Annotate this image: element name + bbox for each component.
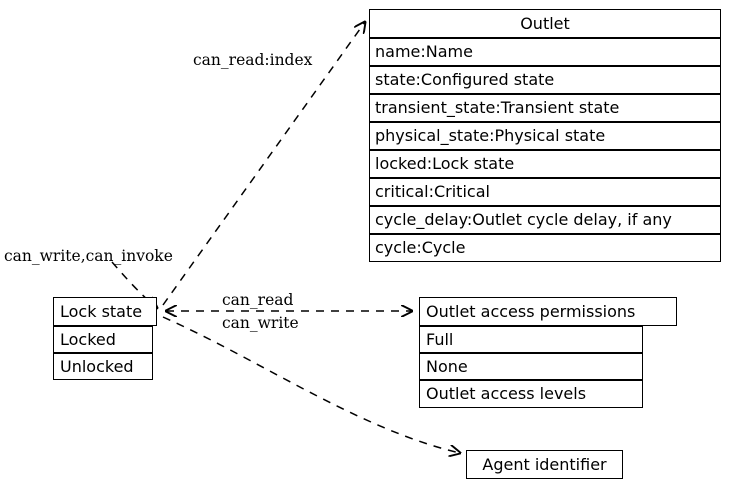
lock-state-field-locked: Locked <box>53 326 153 353</box>
edge-label-can-read: can_read <box>222 291 294 309</box>
outlet-access-permissions-title: Outlet access permissions <box>419 297 677 326</box>
outlet-access-permissions-field-none: None <box>419 353 643 380</box>
outlet-field-cycle: cycle:Cycle <box>369 234 721 262</box>
outlet-field-state: state:Configured state <box>369 66 721 94</box>
outlet-field-transient-state: transient_state:Transient state <box>369 94 721 122</box>
edge-outlet-to-lock <box>111 261 157 308</box>
outlet-access-permissions-field-levels: Outlet access levels <box>419 380 643 408</box>
agent-identifier-title: Agent identifier <box>466 450 623 479</box>
outlet-field-cycle-delay: cycle_delay:Outlet cycle delay, if any <box>369 206 721 234</box>
outlet-title: Outlet <box>369 9 721 38</box>
outlet-field-locked: locked:Lock state <box>369 150 721 178</box>
edge-label-can-read-index: can_read:index <box>193 51 313 69</box>
outlet-field-critical: critical:Critical <box>369 178 721 206</box>
lock-state-field-unlocked: Unlocked <box>53 353 153 380</box>
outlet-field-name: name:Name <box>369 38 721 66</box>
lock-state-title: Lock state <box>53 297 157 326</box>
outlet-field-physical-state: physical_state:Physical state <box>369 122 721 150</box>
outlet-access-permissions-field-full: Full <box>419 326 643 353</box>
edge-label-can-write-can-invoke: can_write,can_invoke <box>4 247 173 265</box>
edge-lock-to-agent <box>162 316 460 453</box>
edge-lock-to-outlet <box>162 22 365 306</box>
edge-label-can-write: can_write <box>222 314 299 332</box>
